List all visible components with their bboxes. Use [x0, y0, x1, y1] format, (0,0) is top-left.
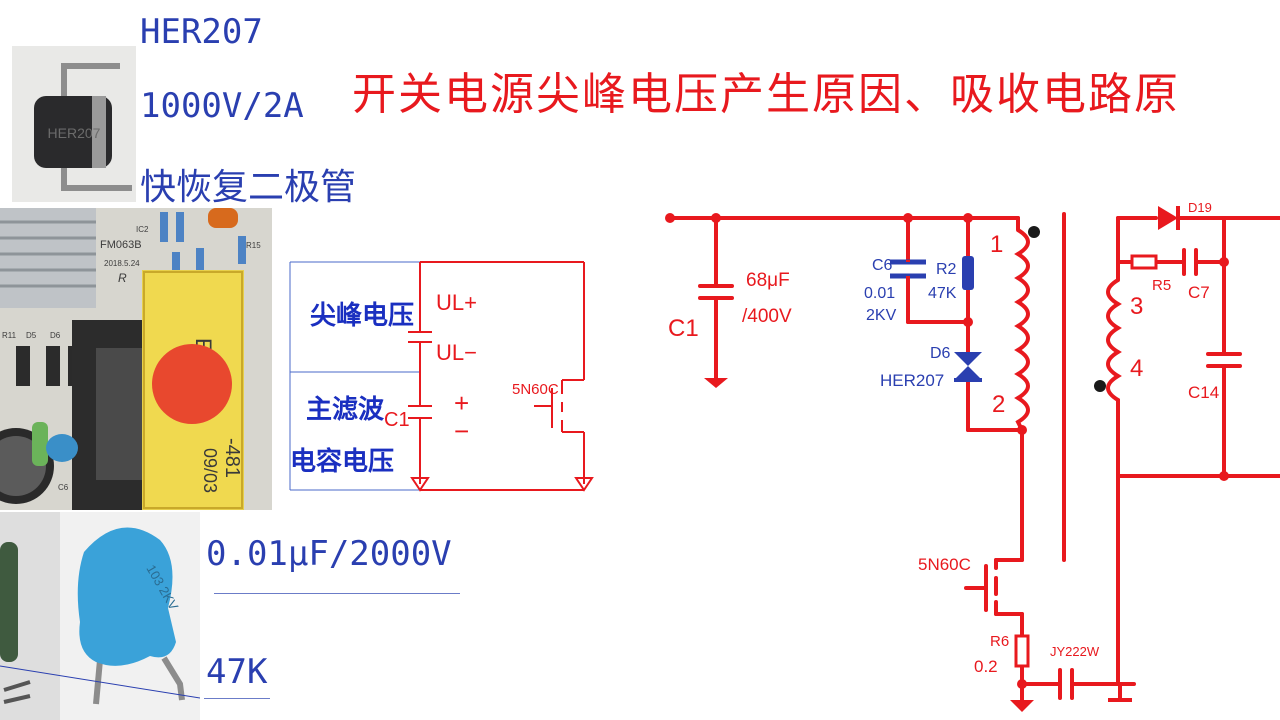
board-label-r15: R15	[246, 241, 261, 250]
sch-r2-value: 47K	[928, 285, 957, 302]
sch-pin-2: 2	[992, 391, 1005, 418]
sch-c6-name: C6	[872, 257, 893, 274]
capacitor-photo-drawing: 103 2KV	[0, 512, 200, 720]
board-label-ic2: IC2	[136, 225, 149, 234]
sch-pin-1: 1	[990, 231, 1003, 258]
sch-d19: D19	[1188, 200, 1212, 215]
capacitor-photo: 103 2KV	[0, 512, 200, 720]
mid-c1: C1	[384, 409, 410, 431]
sch-c6-voltage: 2KV	[866, 307, 897, 324]
sch-jy: JY222W	[1050, 644, 1100, 659]
sch-c1-name: C1	[668, 315, 699, 342]
sch-pin-4: 4	[1130, 355, 1143, 382]
page-title: 开关电源尖峰电压产生原因、吸收电路原	[352, 69, 1180, 120]
diode-rating: 1000V/2A	[140, 86, 304, 126]
diode-photo: HER207	[12, 46, 136, 202]
ul-plus: UL+	[436, 290, 477, 315]
mid-mosfet: 5N60C	[512, 381, 559, 398]
diode-desc: 快恢复二极管	[140, 167, 357, 208]
board-photo-drawing: FM063B 2018.5.24 IC2 R15 D5 D6 R11 C6 R …	[0, 208, 261, 510]
mid-minus: −	[454, 416, 469, 446]
resistor-underline	[204, 698, 270, 699]
board-label-r11: R11	[2, 331, 17, 340]
sch-r6-value: 0.2	[974, 657, 998, 676]
spike-diagram: 尖峰电压 主滤波 电容电压 UL+ UL− C1 + − 5N60C	[289, 261, 594, 492]
sch-c1-value: 68μF	[746, 270, 790, 291]
diode-part: HER207	[140, 12, 263, 52]
resistor-value: 47K	[206, 652, 268, 692]
sch-mosfet: 5N60C	[918, 555, 971, 574]
board-chip: FM063B	[100, 239, 142, 251]
sch-r6-name: R6	[990, 633, 1009, 650]
sch-d6-name: D6	[930, 345, 951, 362]
flyback-schematic: 68μF /400V C1 1 2 3 4 D19 R5 C7 C14 5N60…	[665, 200, 1280, 712]
sch-d6-part: HER207	[880, 371, 944, 390]
board-photo: FM063B 2018.5.24 IC2 R15 D5 D6 R11 C6 R …	[0, 208, 272, 510]
sch-c7: C7	[1188, 283, 1210, 302]
ul-minus: UL−	[436, 340, 477, 365]
filter-label-2: 电容电压	[290, 446, 394, 476]
capacitor-rating-underline	[214, 593, 460, 594]
transformer-code: -481	[221, 438, 243, 478]
board-label-c6: C6	[58, 483, 69, 492]
capacitor-rating: 0.01μF/2000V	[206, 534, 452, 574]
sch-c6-value: 0.01	[864, 285, 895, 302]
transformer-date: 09/03	[200, 448, 220, 493]
board-label-d5: D5	[26, 331, 37, 340]
board-label-r: R	[118, 271, 127, 285]
sch-c1-voltage: /400V	[742, 306, 792, 327]
filter-label-1: 主滤波	[306, 394, 385, 424]
board-date: 2018.5.24	[104, 259, 140, 268]
spike-label: 尖峰电压	[310, 300, 414, 330]
sch-pin-3: 3	[1130, 293, 1143, 320]
mid-plus: +	[454, 388, 469, 418]
board-label-d6: D6	[50, 331, 61, 340]
diode-photo-drawing: HER207	[34, 63, 132, 191]
sch-r2-name: R2	[936, 261, 957, 278]
diode-body-label: HER207	[48, 125, 101, 141]
sch-r5: R5	[1152, 277, 1171, 294]
sch-c14: C14	[1188, 383, 1219, 402]
